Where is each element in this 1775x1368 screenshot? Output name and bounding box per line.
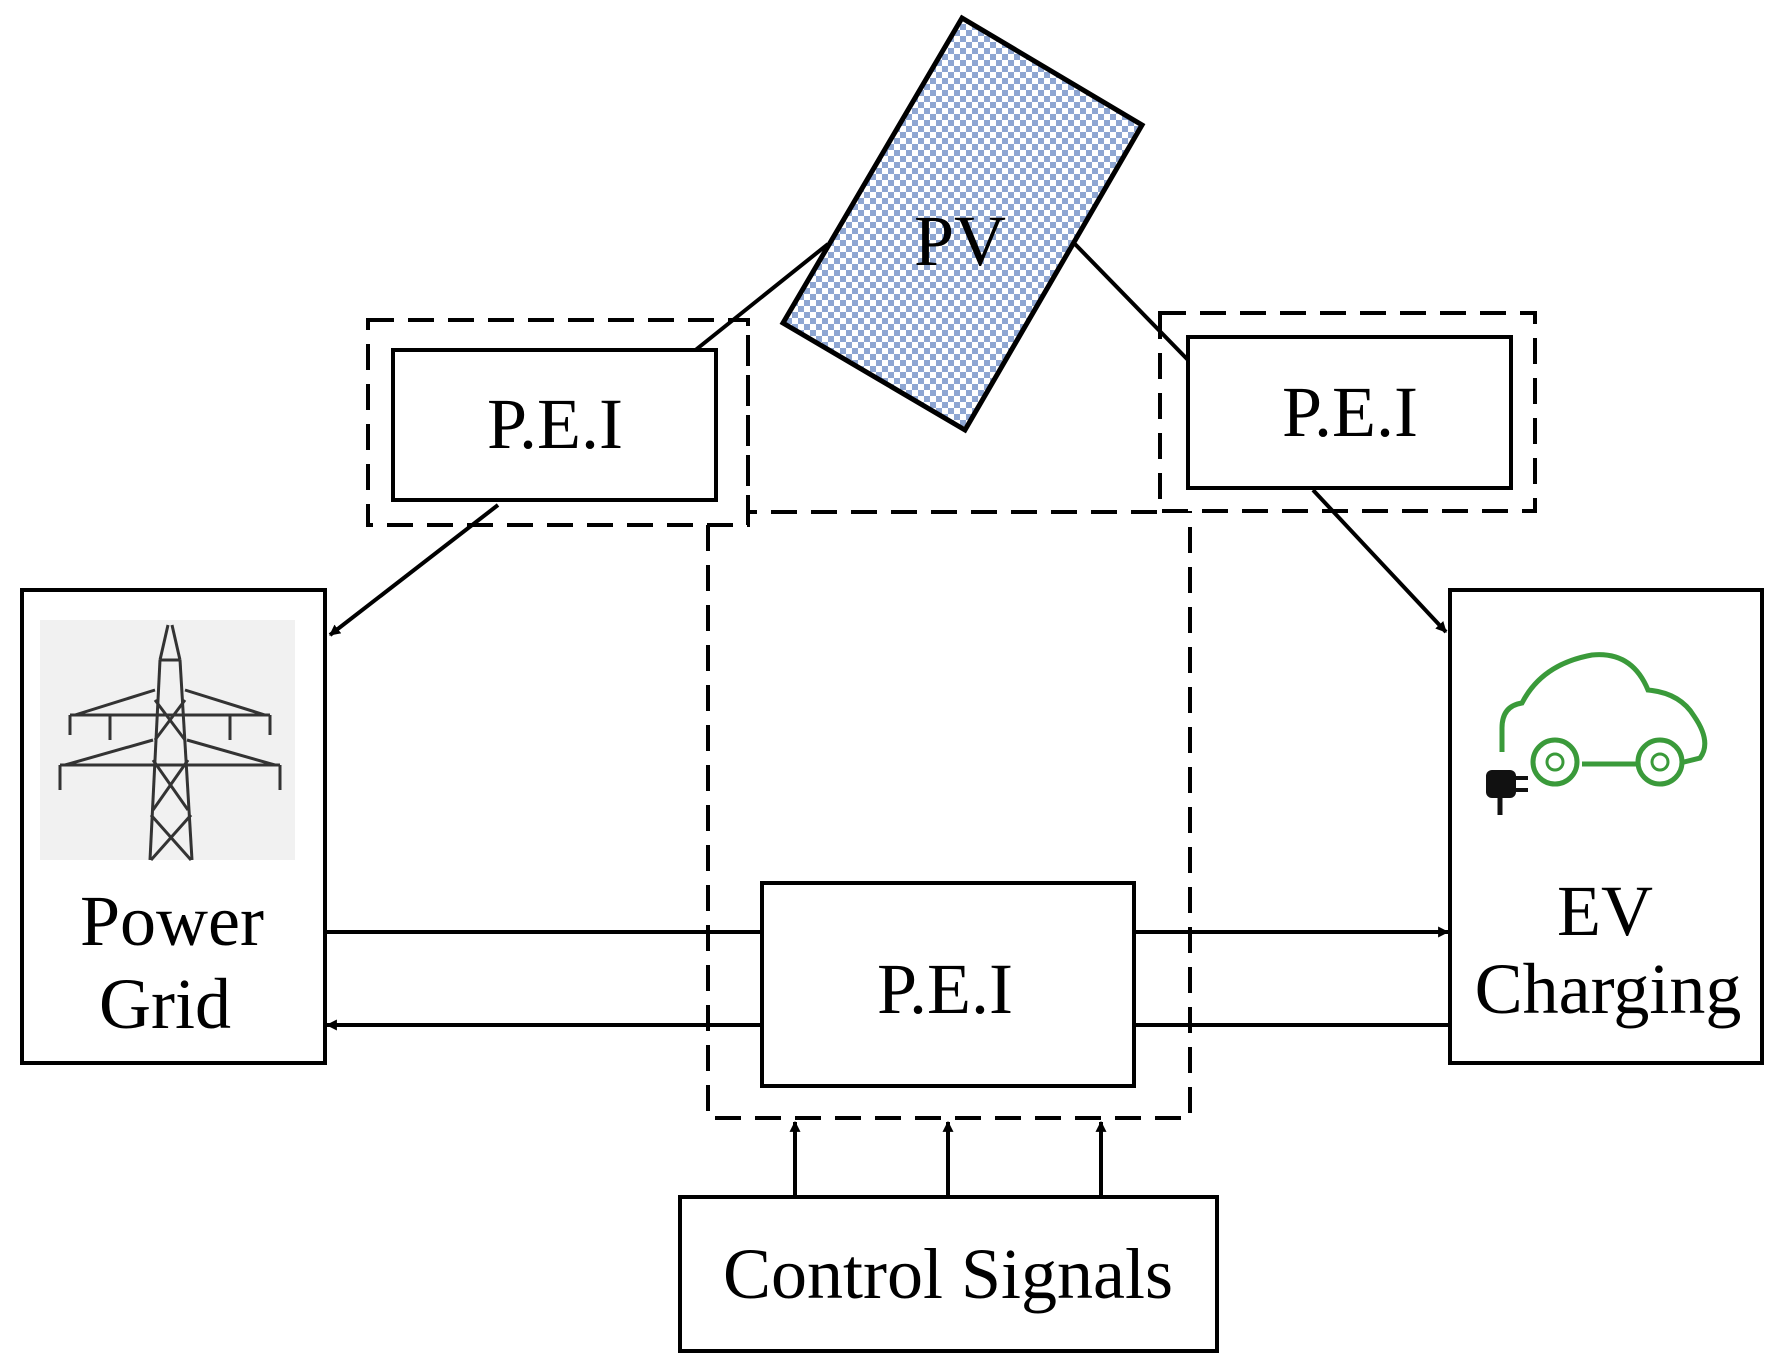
center-pei-enclosure-lower — [706, 511, 1192, 1120]
right-pei-enclosure — [1158, 311, 1537, 513]
pei-left-label: P.E.I — [487, 384, 623, 464]
pei-right-label: P.E.I — [1282, 372, 1418, 452]
ev-charging-label-line2: Charging — [1475, 949, 1742, 1029]
pv-label: PV — [914, 201, 1006, 281]
pei-center-label: P.E.I — [877, 949, 1013, 1029]
pei-center-box: P.E.I — [760, 881, 1136, 1088]
plug-icon — [1486, 770, 1528, 815]
electric-car-icon — [1486, 652, 1708, 815]
ev-charging-label-line1: EV — [1557, 871, 1653, 951]
left-pei-to-grid-arrow — [328, 503, 500, 637]
pv-to-left-pei-line — [691, 242, 830, 354]
transmission-tower-icon — [40, 620, 295, 861]
power-grid-box: Power Grid — [20, 588, 327, 1065]
pv-panel-shape — [779, 14, 1146, 434]
power-grid-label-line2: Grid — [99, 964, 231, 1044]
ev-charging-box: EV Charging — [1448, 588, 1764, 1065]
control-signals-label: Control Signals — [723, 1234, 1173, 1314]
pv-to-right-pei-line — [1071, 240, 1190, 362]
dashed-groups — [366, 311, 1537, 1120]
pv-panel: PV — [779, 14, 1146, 434]
control-signals-box: Control Signals — [678, 1195, 1219, 1353]
right-pei-to-ev-arrow — [1311, 488, 1448, 634]
center-pei-enclosure — [746, 335, 1160, 514]
power-grid-label-line1: Power — [80, 881, 264, 961]
pei-left-box: P.E.I — [391, 348, 718, 502]
pei-right-box: P.E.I — [1186, 335, 1513, 490]
